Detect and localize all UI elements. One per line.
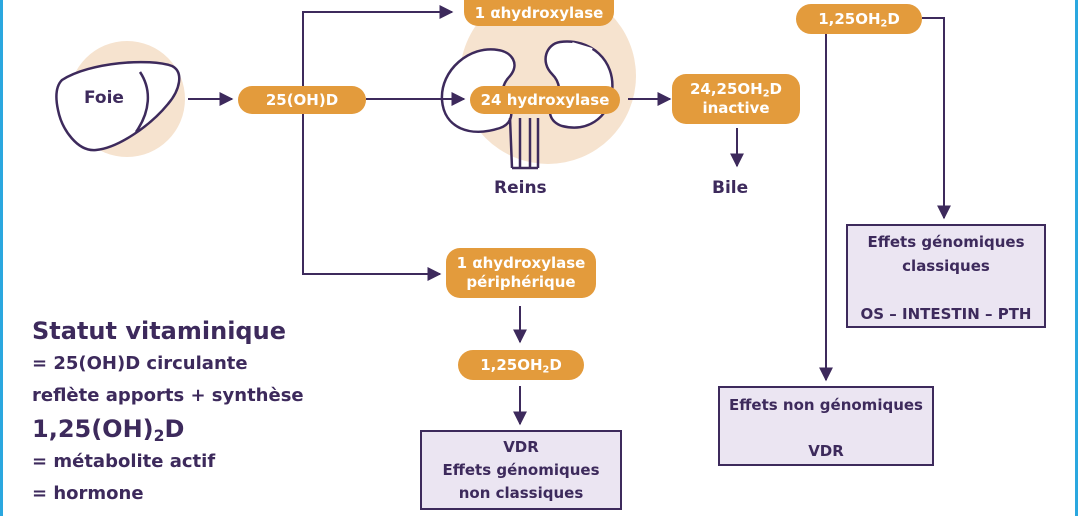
node-125oh2d-top: 1,25OH2D	[796, 4, 922, 34]
gc-line1: Effets génomiques	[867, 233, 1025, 251]
box-genomic-classic: Effets génomiques classiques OS – INTEST…	[846, 224, 1046, 328]
ng-title: Effets non génomiques	[729, 396, 923, 414]
ureter-right	[528, 118, 540, 168]
peri-line1: 1 αhydroxylase	[456, 254, 586, 272]
reins-label: Reins	[494, 178, 547, 198]
legend-line1: = 25(OH)D circulante	[32, 353, 248, 374]
gc-line4: OS – INTESTIN – PTH	[860, 305, 1032, 323]
inactive-a: 24,25OH	[689, 80, 763, 98]
vdr-nc-line3: non classiques	[458, 484, 584, 502]
box-non-genomic: Effets non génomiques VDR	[718, 386, 934, 466]
legend-line4: = hormone	[32, 483, 144, 504]
bile-label: Bile	[712, 178, 749, 198]
legend-title2-b: D	[164, 415, 185, 443]
inactive-line2: inactive	[702, 99, 770, 117]
legend-title: Statut vitaminique	[32, 317, 286, 345]
right-kidney-dash	[571, 42, 593, 52]
liver-icon	[55, 60, 181, 152]
oh125t-b: D	[887, 9, 900, 28]
arrow-to-peripheral	[302, 99, 442, 281]
node-125oh2d-bottom: 1,25OH2D	[458, 350, 584, 380]
legend-line3: = métabolite actif	[32, 451, 216, 472]
oh125t-sub: 2	[880, 17, 888, 29]
ng-vdr: VDR	[808, 442, 844, 460]
liver-lobe-line	[134, 71, 150, 133]
gc-line2: classiques	[902, 257, 990, 275]
gc-line3	[848, 278, 1044, 302]
legend-line2: reflète apports + synthèse	[32, 385, 304, 406]
vdr-nc-line1: VDR	[503, 438, 539, 456]
oh125t-a: 1,25OH	[818, 9, 881, 28]
oh125b-a: 1,25OH	[480, 355, 543, 374]
node-24-hydroxylase: 24 hydroxylase	[470, 86, 620, 114]
node-alpha-hydroxylase-top: 1 αhydroxylase	[464, 0, 614, 26]
inactive-b: D	[769, 80, 782, 98]
node-25ohd: 25(OH)D	[238, 86, 366, 114]
oh125b-sub: 2	[542, 363, 550, 375]
legend-title2-sub: 2	[153, 426, 165, 445]
legend-title2-a: 1,25(OH)	[32, 415, 154, 443]
legend: Statut vitaminique = 25(OH)D circulante …	[32, 314, 304, 510]
peri-line2: périphérique	[466, 273, 576, 291]
ureter-left	[508, 117, 522, 169]
box-vdr-non-classic: VDR Effets génomiques non classiques	[420, 430, 622, 510]
foie-label: Foie	[84, 88, 124, 108]
node-peripheral-alpha-hydroxylase: 1 αhydroxylase périphérique	[446, 248, 596, 298]
oh125b-b: D	[549, 355, 562, 374]
node-24-25oh2d-inactive: 24,25OH2D inactive	[672, 74, 800, 124]
arrow-to-alpha-top	[302, 5, 454, 99]
inactive-sub: 2	[762, 88, 770, 100]
arrow-125top-classic	[922, 17, 951, 220]
legend-title2: 1,25(OH)2D	[32, 412, 304, 446]
vdr-nc-line2: Effets génomiques	[442, 461, 600, 479]
